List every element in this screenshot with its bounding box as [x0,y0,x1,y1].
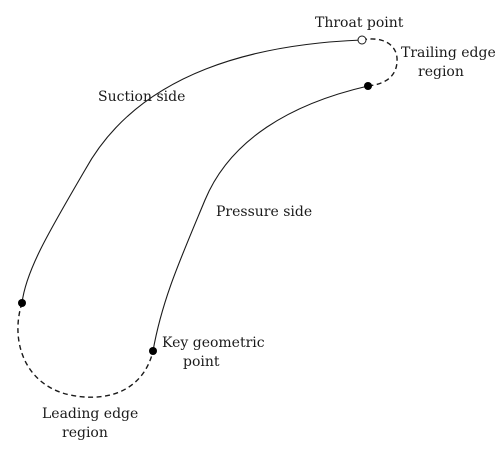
key-geometric-label-line1: Key geometric [162,335,265,351]
suction-leading-point-marker [18,299,26,307]
trailing-edge-label-line2: region [418,64,464,80]
suction-side-curve [21,39,363,304]
key-geometric-point-marker [149,347,157,355]
pressure-side-label: Pressure side [216,204,312,220]
suction-side-label: Suction side [98,89,185,105]
leading-edge-dashed-curve [17,302,154,398]
trailing-edge-point-marker [364,82,372,90]
key-geometric-label-line2: point [183,354,220,370]
throat-point-label: Throat point [315,15,404,31]
leading-edge-label-line2: region [62,425,108,441]
throat-point-marker [357,35,367,45]
trailing-edge-label-line1: Trailing edge [401,45,496,61]
pressure-side-curve [152,85,369,352]
leading-edge-label-line1: Leading edge [42,406,138,422]
trailing-edge-dashed-curve [361,38,398,87]
